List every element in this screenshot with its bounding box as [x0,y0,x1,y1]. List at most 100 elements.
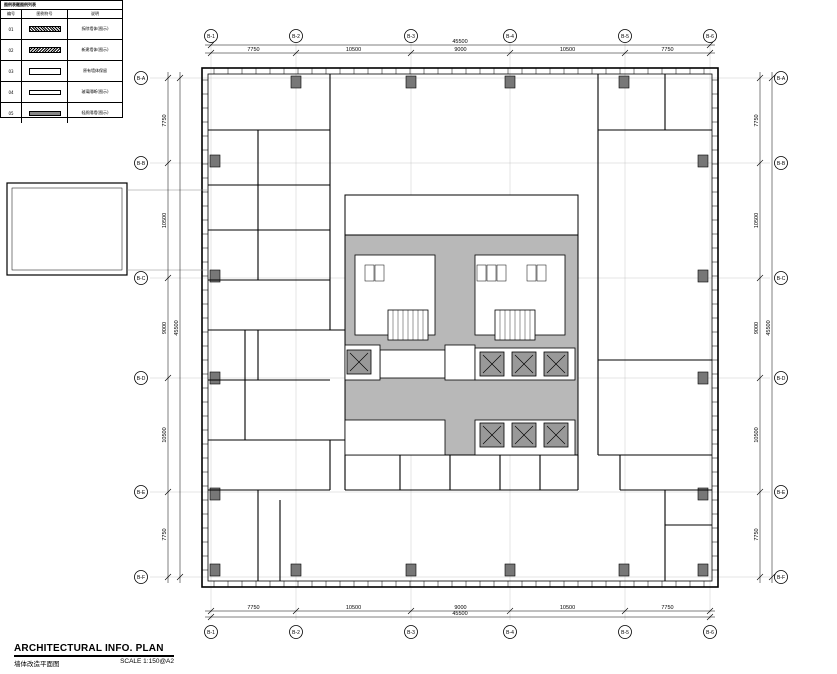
grid-bubble [703,29,717,43]
grid-bubble [774,271,788,285]
legend-desc: 轻质隔墙(图示) [81,110,109,115]
grid-bubble-label: B-6 [706,34,714,40]
grid-bubble [774,156,788,170]
grid-bubble-label: B-2 [292,34,300,40]
grid-bubble-label: B-A [777,76,786,82]
structural-column [504,563,516,577]
structural-column [405,75,417,89]
dimension-tick [506,607,514,615]
grid-bubble [618,29,632,43]
grid-bubble [134,271,148,285]
dimension-tick [506,49,514,57]
toilet-stall [536,264,547,282]
dimension-tick [706,607,714,615]
structural-column [697,371,709,385]
exterior-wall-outer [201,67,719,588]
drawing-scale: SCALE 1:150@A2 [120,658,174,665]
legend-row: 02 新建墙体(图示) [1,40,122,61]
grid-bubble [774,71,788,85]
legend-symbol-dark [22,40,68,60]
legend-row: 04 玻璃隔断(图示) [1,82,122,103]
legend-row: 01 拆除墙体(图示) [1,19,122,40]
structural-column [209,269,221,283]
dimension-tick [164,74,172,82]
dimension-label: 9000 [754,322,760,334]
grid-bubble [404,29,418,43]
grid-bubble [774,570,788,584]
legend-code: 02 [1,40,22,60]
toilet-stall [526,264,537,282]
elevator-cross [482,425,502,445]
dimension-tick [768,573,776,581]
drawing-subtitle: 墙体改造平面图 [14,661,60,668]
legend-header-symbol: 图例符号 [22,10,68,18]
floor-plan-walls [6,40,770,620]
title-block: ARCHITECTURAL INFO. PLAN 墙体改造平面图 SCALE 1… [14,643,174,668]
dimension-tick [207,49,215,57]
legend-header-desc: 说明 [91,11,99,16]
dimension-tick [292,49,300,57]
elevator-cross [546,425,566,445]
structural-column [504,75,516,89]
structural-column [290,75,302,89]
structural-column [209,487,221,501]
grid-bubble-label: B-2 [292,630,300,636]
legend-row: 03 原有墙体保留 [1,61,122,82]
dimension-total-label: 45500 [766,320,772,335]
dimension-label: 10500 [162,427,168,442]
legend-header-code: 编号 [1,10,22,18]
drawing-subtitle-row: 墙体改造平面图 SCALE 1:150@A2 [14,658,174,668]
structural-column [209,563,221,577]
dimension-tick [768,74,776,82]
structural-column [290,563,302,577]
legend-row: 05 轻质隔墙(图示) [1,103,122,123]
dimension-tick [407,49,415,57]
toilet-stall [496,264,507,282]
grid-bubble-label: B-4 [506,630,514,636]
structural-column [209,154,221,168]
grid-bubble-label: B-F [777,575,785,581]
dimension-label: 10500 [754,427,760,442]
grid-bubble-label: B-3 [407,630,415,636]
dimension-tick [207,613,215,621]
structural-column [209,371,221,385]
dimension-label: 10500 [754,213,760,228]
dimension-total-label: 45500 [174,320,180,335]
dimension-tick [756,274,764,282]
dimension-tick [756,573,764,581]
elevator-cross [482,354,502,374]
dimension-tick [164,159,172,167]
grid-bubble-label: B-1 [207,34,215,40]
grid-bubble-label: B-E [777,490,786,496]
core-room [344,419,446,456]
grid-bubble-label: B-3 [407,34,415,40]
legend-code: 01 [1,19,22,39]
grid-bubble-label: B-1 [207,630,215,636]
grid-bubble [774,485,788,499]
grid-bubble [289,625,303,639]
dimension-tick [706,41,714,49]
grid-bubble-label: B-C [777,276,786,282]
dimension-label: 7750 [754,528,760,540]
grid-bubble-label: B-A [137,76,146,82]
structural-column [405,563,417,577]
dimension-tick [292,607,300,615]
grid-bubble [134,485,148,499]
core-top-rooms [344,194,579,236]
toilet-stall [476,264,487,282]
adjacent-plan-inner [11,187,123,271]
dimension-tick [164,573,172,581]
dimension-label: 10500 [162,213,168,228]
grid-bubble [503,29,517,43]
dimension-tick [164,274,172,282]
core-room [379,349,446,379]
dimension-tick [176,573,184,581]
dimension-tick [407,607,415,615]
dimension-label: 7750 [247,47,259,53]
grid-bubble [134,371,148,385]
legend-desc: 新建墙体(图示) [81,47,109,52]
elevator-cross [546,354,566,374]
dimension-label: 7750 [661,605,673,611]
